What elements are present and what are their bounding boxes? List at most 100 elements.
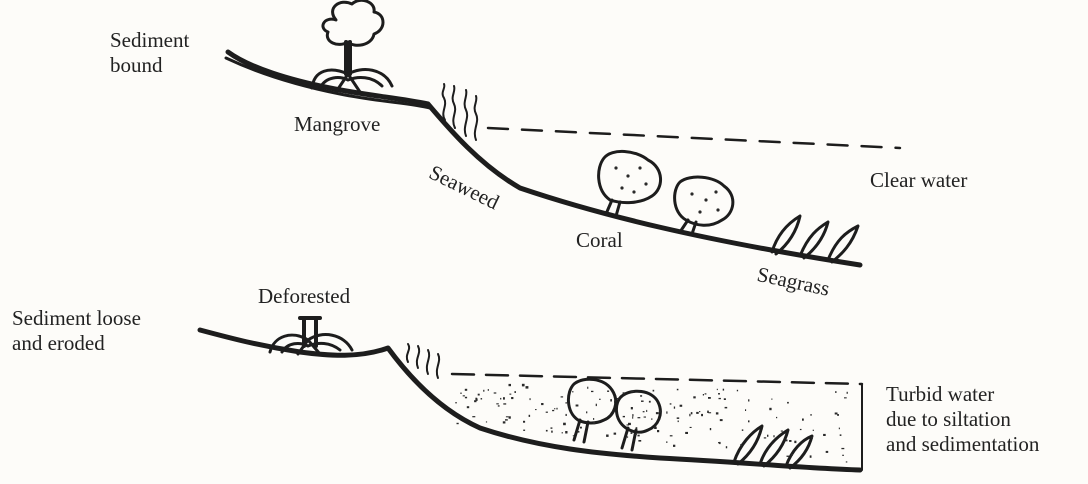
sediment-speck (847, 392, 848, 394)
sediment-speck (580, 427, 582, 429)
bottom-sediment-label-line1: Sediment loose (12, 306, 141, 331)
sediment-speck (823, 434, 826, 436)
turbid-water-label-line3: and sedimentation (886, 432, 1039, 457)
sediment-speck (606, 435, 609, 437)
sediment-speck (654, 427, 657, 429)
sediment-speck (636, 427, 638, 429)
sediment-speck (530, 398, 531, 400)
sediment-speck (787, 456, 790, 457)
sediment-speck (718, 393, 720, 394)
sediment-speck (769, 408, 771, 410)
sediment-speck (690, 427, 692, 428)
sediment-speck (781, 431, 783, 432)
sediment-speck (726, 446, 727, 448)
sediment-speck (842, 455, 844, 456)
sediment-speck (764, 437, 766, 438)
top-sediment-label: Sediment bound (110, 28, 189, 78)
sediment-speck (813, 430, 814, 431)
sediment-speck (467, 406, 469, 408)
sediment-speck (670, 403, 672, 404)
sediment-speck (498, 405, 500, 406)
sediment-speck (787, 402, 789, 404)
sediment-speck (710, 428, 711, 430)
sediment-speck (599, 399, 601, 400)
sediment-speck (656, 412, 659, 414)
sediment-speck (677, 417, 680, 419)
seaweed-icon (407, 344, 439, 378)
sediment-speck (475, 398, 477, 401)
sediment-speck (587, 387, 588, 389)
sediment-speck (826, 451, 829, 453)
sediment-speck (691, 412, 693, 414)
seagrass-icon (772, 216, 858, 262)
sediment-speck (723, 389, 724, 391)
sediment-speck (673, 445, 675, 447)
sediment-speck (463, 395, 465, 396)
turbid-water-label-line2: due to siltation (886, 407, 1039, 432)
sediment-speck (565, 431, 567, 434)
coral-label: Coral (576, 228, 623, 253)
sediment-speck (478, 394, 480, 396)
sediment-speck (562, 432, 563, 434)
sediment-speck (771, 399, 772, 400)
sediment-speck (500, 398, 501, 400)
sediment-speck (640, 395, 642, 397)
sediment-speck (481, 398, 483, 399)
sediment-speck (576, 405, 579, 407)
sediment-speck (546, 430, 548, 432)
seaweed-icon (443, 84, 478, 140)
sediment-speck (593, 418, 594, 420)
sediment-speck (483, 390, 484, 392)
sediment-speck (573, 435, 574, 436)
sediment-speck (689, 414, 690, 417)
sediment-speck (646, 410, 647, 412)
sediment-speck (773, 435, 774, 437)
sediment-speck (696, 412, 699, 414)
sediment-speck (641, 401, 644, 402)
sediment-speck (465, 389, 467, 391)
sediment-speck (551, 431, 553, 433)
sediment-speck (460, 393, 461, 395)
sediment-speck (591, 391, 593, 392)
sediment-speck (596, 404, 597, 406)
sediment-speck (509, 384, 512, 386)
sediment-speck (607, 391, 609, 392)
sediment-speck (546, 412, 548, 413)
sediment-speck (701, 414, 703, 416)
sediment-speck (653, 390, 655, 392)
sediment-speck (737, 390, 738, 392)
sediment-speck (627, 436, 628, 437)
sediment-speck (631, 407, 633, 409)
bottom-sediment-label: Sediment loose and eroded (12, 306, 141, 356)
sediment-speck (638, 440, 641, 442)
sediment-speck (506, 416, 509, 417)
sediment-speck (503, 397, 505, 399)
sediment-speck (503, 403, 506, 404)
sediment-speck (742, 429, 744, 431)
sediment-speck (572, 391, 573, 392)
sediment-speck (632, 417, 633, 419)
mangrove-tree-icon (312, 0, 392, 92)
sediment-speck (638, 417, 641, 418)
sediment-speck (523, 421, 525, 423)
sediment-speck (719, 398, 721, 399)
sediment-speck (685, 432, 688, 434)
deforested-label: Deforested (258, 284, 350, 309)
turbid-water-label-line1: Turbid water (886, 382, 1039, 407)
sediment-speck (522, 384, 525, 387)
sediment-speck (561, 396, 564, 397)
sediment-speck (556, 408, 557, 410)
sediment-speck (509, 394, 511, 395)
sediment-speck (610, 399, 612, 401)
sediment-speck (593, 422, 595, 424)
sediment-speck (529, 415, 531, 417)
sediment-speck (631, 432, 633, 434)
sediment-speck (631, 390, 634, 392)
sediment-speck (767, 435, 768, 437)
sediment-speck (776, 417, 777, 418)
sediment-speck (523, 430, 525, 431)
sediment-speck (586, 411, 587, 413)
sediment-speck (666, 441, 667, 443)
sediment-speck (651, 418, 652, 419)
bottom-panel (200, 318, 862, 470)
